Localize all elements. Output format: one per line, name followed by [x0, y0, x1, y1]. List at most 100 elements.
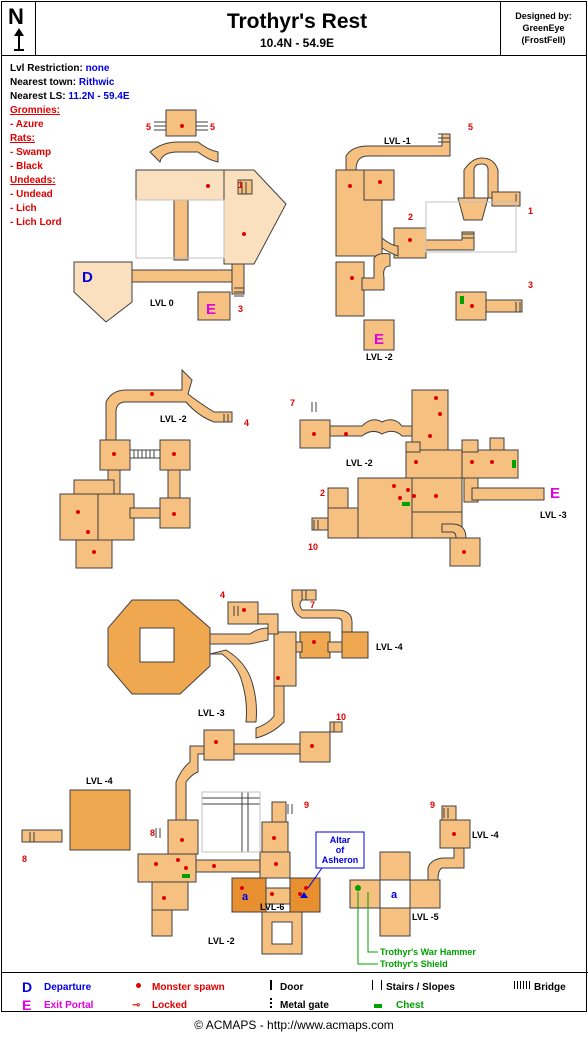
- monster-spawns: [76, 124, 494, 900]
- corridor: [273, 631, 297, 687]
- link-number: 5: [210, 122, 215, 132]
- room: [73, 479, 115, 495]
- gate-icon: [270, 998, 272, 1008]
- room: [135, 169, 225, 201]
- map-header: N Trothyr's Rest 10.4N - 54.9E Designed …: [2, 2, 586, 56]
- room: [59, 493, 99, 541]
- link-number: 5: [146, 122, 151, 132]
- corridor: [105, 368, 233, 453]
- link-number: 3: [238, 304, 243, 314]
- pillar: [271, 921, 293, 945]
- room: [327, 507, 359, 539]
- compass-letter: N: [8, 4, 24, 29]
- altar-label-line-1: Altar: [330, 835, 351, 845]
- legend-door-label: Door: [280, 982, 304, 993]
- monster-black: - Black: [10, 161, 43, 172]
- nearest-town-value: Rithwic: [78, 77, 115, 88]
- room: [349, 879, 381, 909]
- chests: [182, 296, 516, 891]
- monster-lich-lord: - Lich Lord: [10, 217, 62, 228]
- corridor: [329, 721, 343, 733]
- room: [335, 261, 365, 317]
- legend-exit-symbol: E: [22, 997, 32, 1013]
- level-label: LVL -2: [366, 352, 393, 362]
- room: [197, 291, 231, 321]
- corridor: [427, 847, 465, 881]
- room: [69, 789, 131, 851]
- exit-marker-2: E: [374, 331, 384, 348]
- level-label: LVL -1: [384, 136, 411, 146]
- corridor: [425, 231, 475, 251]
- level-label: LVL -5: [412, 912, 439, 922]
- departure-room: [73, 261, 133, 323]
- altar-icon: [300, 892, 308, 898]
- link-number: 8: [22, 854, 27, 864]
- altar-room: [231, 877, 267, 913]
- level-label: LVL -3: [540, 510, 567, 520]
- category-rats: Rats:: [10, 133, 36, 144]
- footer-credit: © ACMAPS - http://www.acmaps.com: [194, 1018, 394, 1032]
- corridor: [149, 141, 219, 164]
- nearest-ls-label: Nearest LS:: [10, 91, 66, 102]
- dungeon-info: Lvl Restriction: none Nearest town: Rith…: [10, 62, 130, 230]
- north-arrow-icon: [14, 28, 24, 51]
- legend-gate-label: Metal gate: [280, 1000, 329, 1011]
- room: [151, 881, 189, 911]
- designer-credit: Designed by: GreenEye (FrostFell): [500, 2, 586, 56]
- room: [457, 197, 489, 221]
- link-number: 1: [528, 206, 533, 216]
- level-label: LVL -3: [198, 708, 225, 718]
- level-label: LVL -2: [208, 936, 235, 946]
- room: [165, 109, 197, 137]
- room: [461, 449, 519, 479]
- corridor: [21, 829, 63, 843]
- map-frame: N Trothyr's Rest 10.4N - 54.9E Designed …: [1, 1, 588, 1013]
- room: [461, 439, 479, 453]
- loot-war-hammer: Trothyr's War Hammer: [380, 947, 476, 957]
- corridor: [231, 263, 245, 295]
- link-number: 9: [304, 800, 309, 810]
- corridor: [129, 507, 161, 519]
- corridor: [463, 157, 499, 199]
- room: [363, 169, 395, 201]
- bridge-icon: [514, 981, 530, 989]
- stairs-marks: [29, 121, 521, 842]
- link-number: 8: [150, 828, 155, 838]
- monster-azure: - Azure: [10, 119, 44, 130]
- legend-chest-label: Chest: [396, 1000, 424, 1011]
- pillar: [139, 627, 175, 663]
- link-number: 7: [290, 398, 295, 408]
- spawn-icon: [136, 983, 141, 988]
- dungeon-map: D E E E a a LVL 0 LVL -1 LVL -2 LVL -2 L…: [21, 109, 567, 969]
- legend-departure-label: Departure: [44, 982, 92, 993]
- corridor: [485, 299, 523, 313]
- chest-icon: [374, 1004, 382, 1008]
- level-label: LVL -4: [86, 776, 113, 786]
- lvl-restriction-value: none: [85, 63, 110, 74]
- corridor: [175, 745, 205, 825]
- category-undeads: Undeads:: [10, 175, 56, 186]
- altar-callout: [315, 831, 365, 869]
- corridor: [311, 517, 329, 531]
- level-label: LVL -4: [376, 642, 403, 652]
- link-number: 2: [408, 212, 413, 222]
- legend-bridge-label: Bridge: [534, 982, 566, 993]
- room: [97, 493, 135, 541]
- monster-lich: - Lich: [10, 203, 37, 214]
- corridor: [381, 236, 399, 257]
- monster-undead: - Undead: [10, 189, 53, 200]
- legend-monster-label: Monster spawn: [152, 982, 225, 993]
- link-number: 1: [238, 180, 243, 190]
- level-label: LVL -4: [472, 830, 499, 840]
- corridor: [327, 641, 343, 653]
- corridor: [271, 801, 287, 823]
- room: [299, 731, 331, 763]
- door: [295, 641, 303, 653]
- link-number: 5: [468, 122, 473, 132]
- corridor: [233, 743, 301, 755]
- room: [405, 449, 463, 479]
- room: [489, 437, 505, 451]
- room: [409, 879, 441, 909]
- room: [327, 487, 349, 509]
- corridor: [361, 253, 391, 291]
